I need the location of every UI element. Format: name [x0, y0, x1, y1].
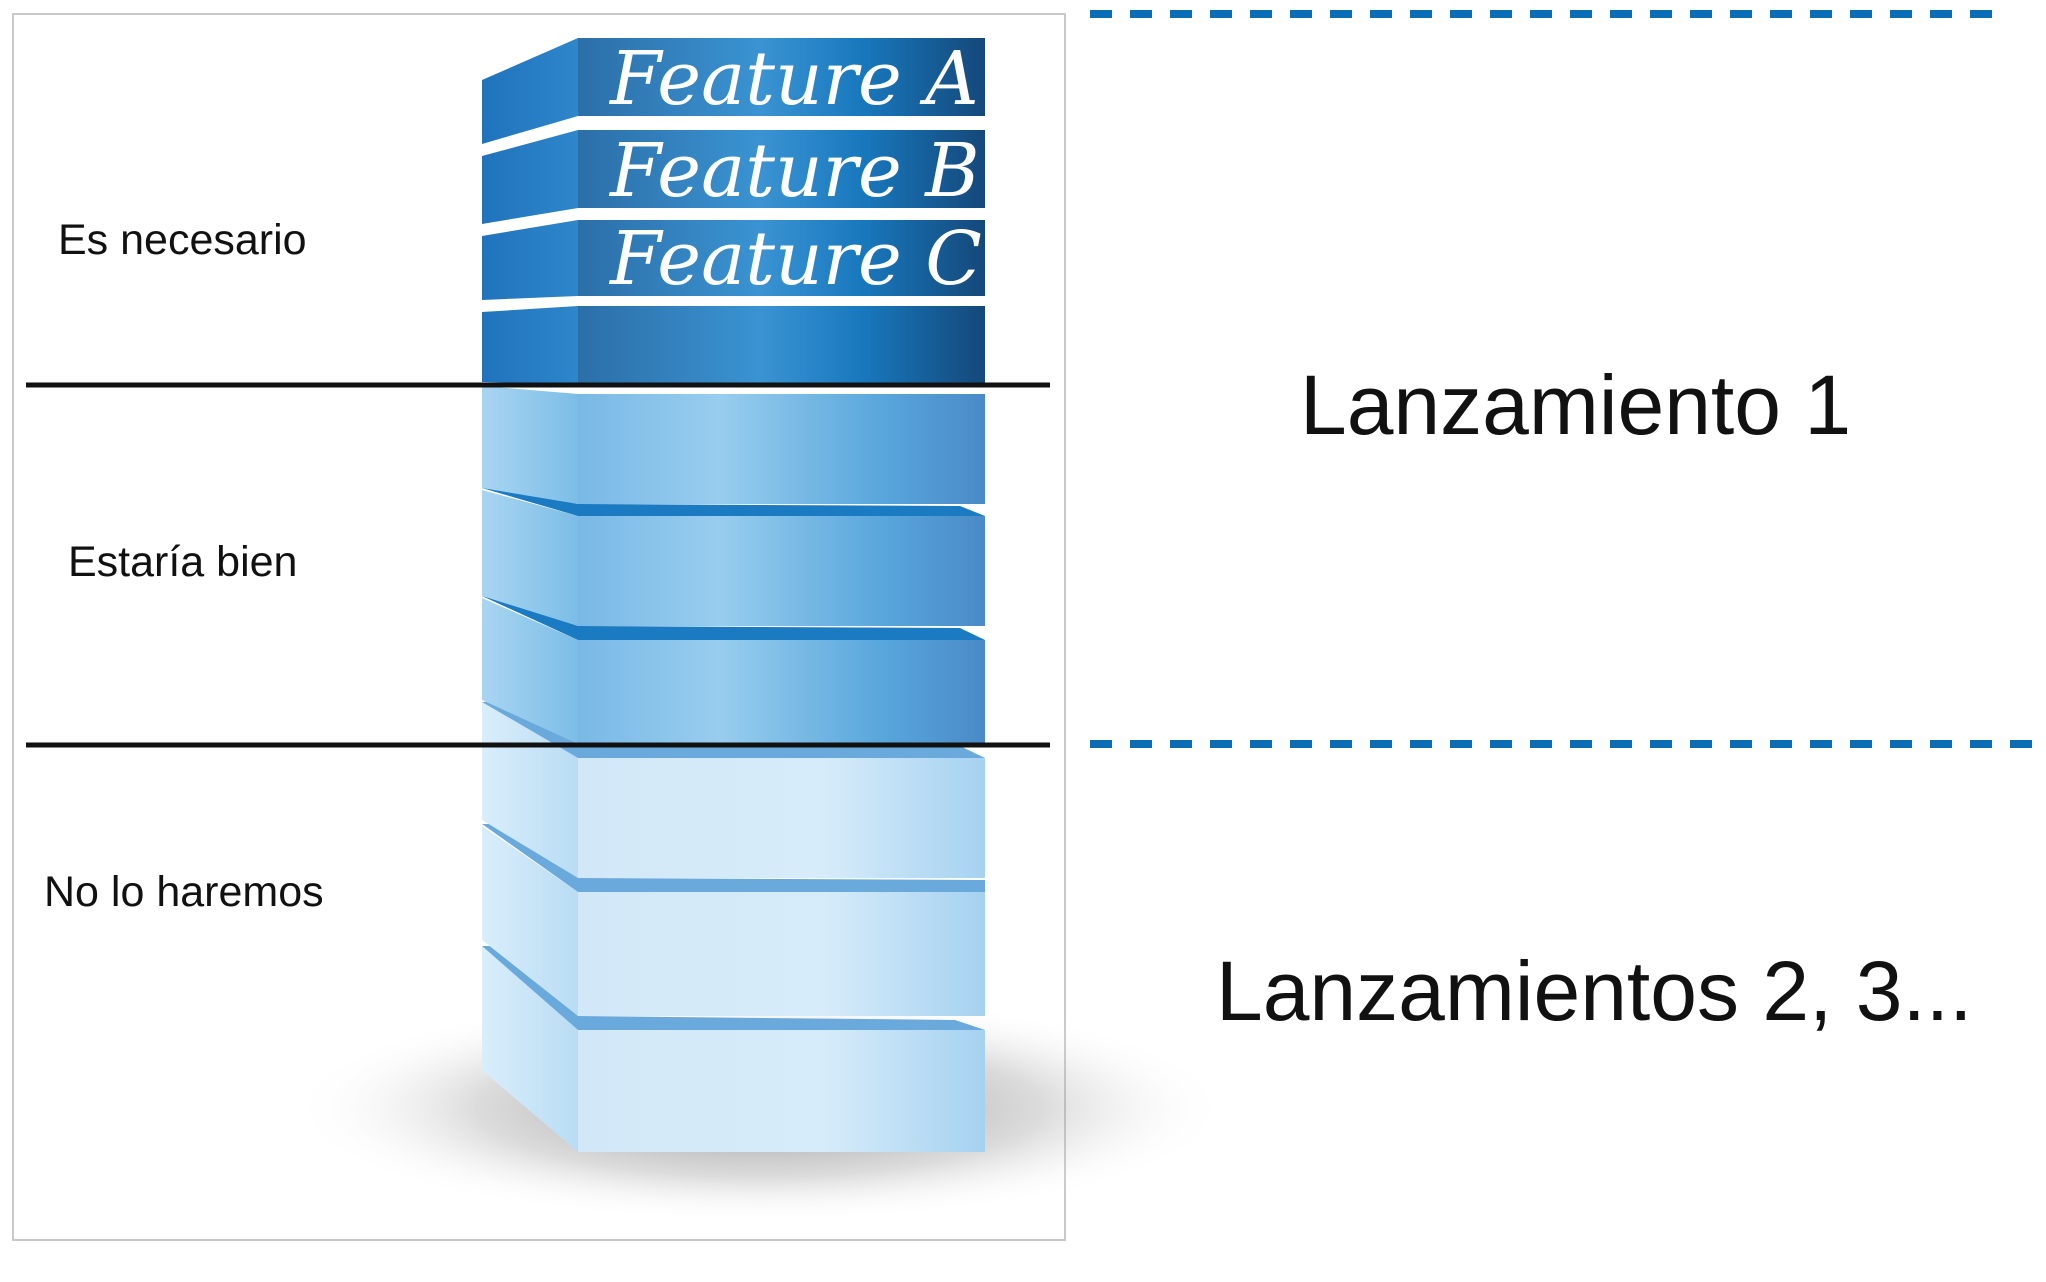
release-label-later: Lanzamientos 2, 3...	[1216, 944, 1972, 1038]
block-feature-a	[482, 38, 985, 144]
feature-label-c: Feature C	[608, 216, 982, 302]
tier-label-must-have: Es necesario	[58, 216, 307, 264]
tier-label-wont-do: No lo haremos	[44, 868, 324, 916]
feature-label-a: Feature A	[608, 36, 979, 122]
tier-label-nice-to-have: Estaría bien	[68, 538, 297, 586]
block-feature-b	[482, 130, 985, 224]
release-label-first: Lanzamiento 1	[1300, 358, 1851, 452]
block-nice-to-have-1	[482, 386, 985, 504]
block-wont-do-3	[482, 946, 985, 1152]
block-wont-do-2	[482, 824, 985, 1016]
block-nice-to-have-2	[482, 488, 985, 626]
block-nice-to-have-3	[482, 596, 985, 744]
feature-label-b: Feature B	[608, 128, 980, 214]
block-must-have-4	[482, 306, 985, 384]
block-feature-c	[482, 220, 985, 300]
